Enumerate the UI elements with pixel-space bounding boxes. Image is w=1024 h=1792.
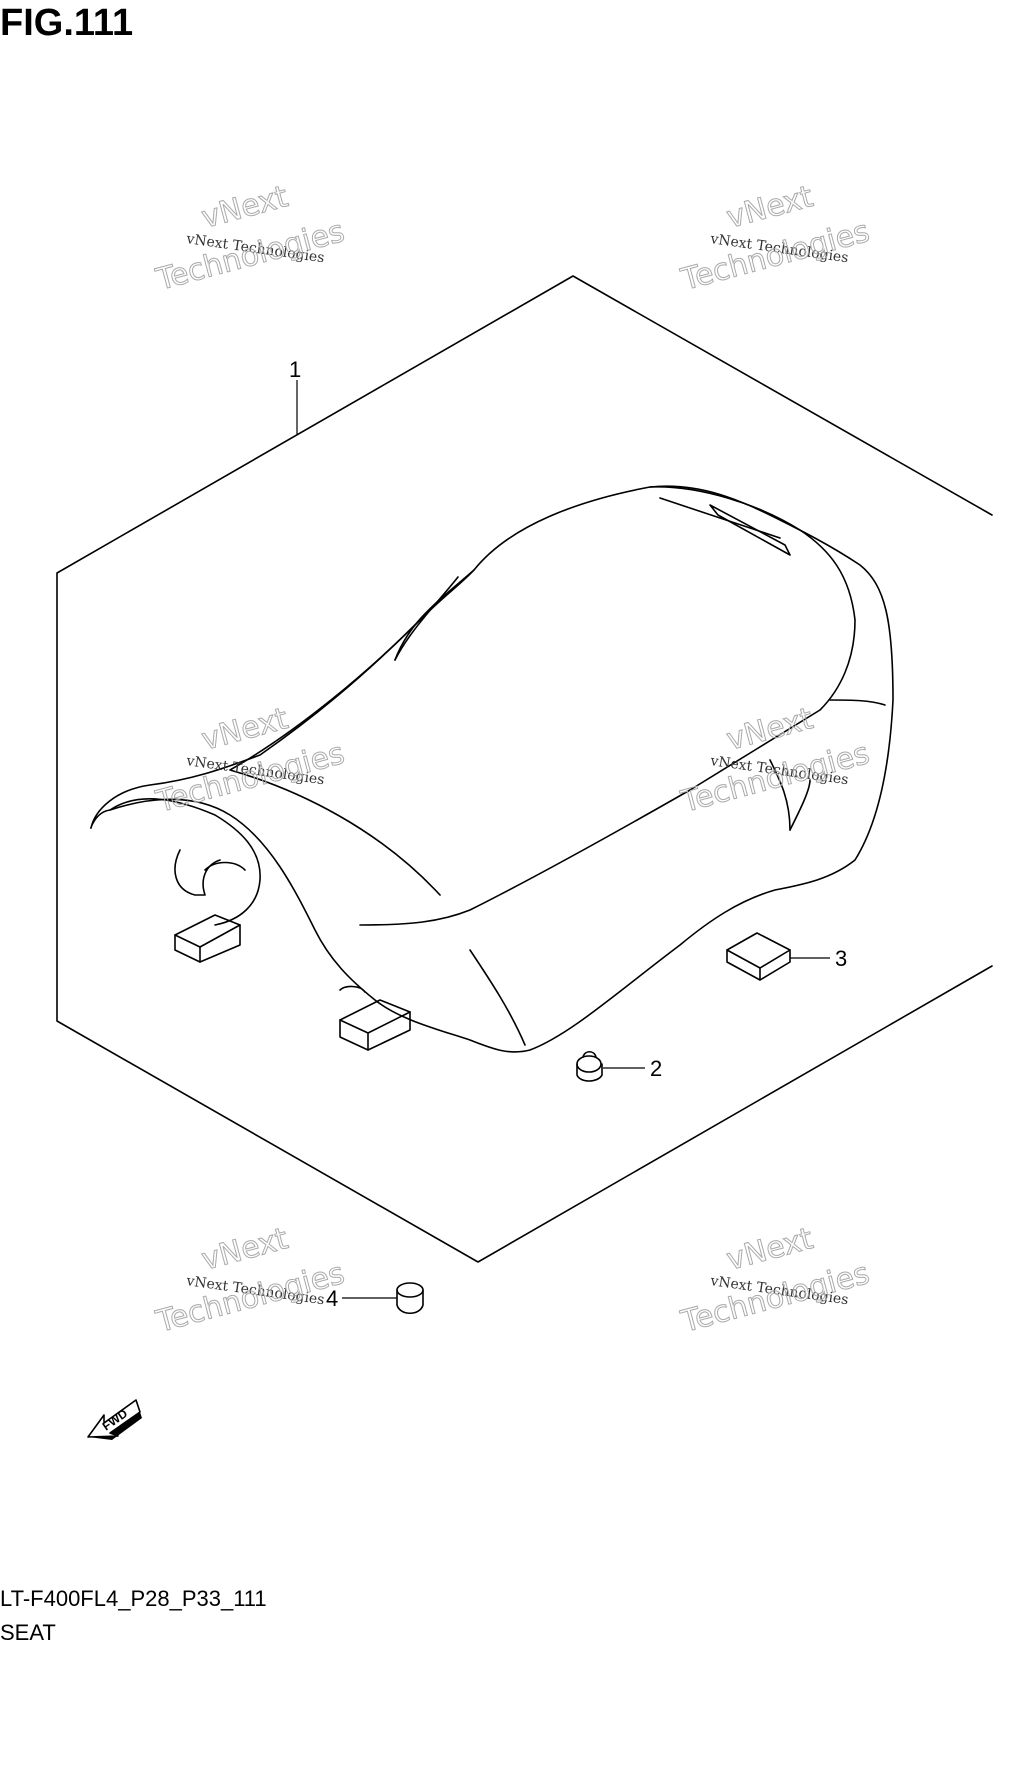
part-4-cap <box>396 1282 424 1315</box>
part-3-block <box>726 932 791 981</box>
fwd-arrow-icon: FWD <box>87 1399 142 1440</box>
watermark-mid-left: vNext Technologies vNext Technologies <box>152 701 349 821</box>
svg-text:vNext: vNext <box>723 179 817 236</box>
watermark-mid-right: vNext Technologies vNext Technologies <box>677 701 874 821</box>
part-2-grommet <box>576 1050 603 1082</box>
svg-text:vNext: vNext <box>198 179 292 236</box>
diagram-code: LT-F400FL4_P28_P33_111 <box>0 1586 267 1611</box>
svg-text:vNext: vNext <box>723 701 817 758</box>
watermark-bottom-left: vNext Technologies vNext Technologies <box>152 1221 349 1341</box>
diagram-caption: SEAT <box>0 1620 56 1645</box>
watermark-top-left: vNext Technologies vNext Technologies <box>152 179 349 299</box>
svg-text:vNext: vNext <box>198 701 292 758</box>
svg-text:vNext: vNext <box>198 1221 292 1278</box>
callout-3-label: 3 <box>835 946 847 971</box>
assembly-frame <box>56 275 993 1263</box>
figure-title: FIG.111 <box>0 2 134 44</box>
watermark-top-right: vNext Technologies vNext Technologies <box>677 179 874 299</box>
watermark-bottom-right: vNext Technologies vNext Technologies <box>677 1221 874 1341</box>
svg-text:vNext: vNext <box>723 1221 817 1278</box>
callout-1-label: 1 <box>289 357 301 382</box>
callout-2-label: 2 <box>650 1056 662 1081</box>
callout-4-label: 4 <box>326 1286 338 1311</box>
seat-illustration <box>90 485 894 1053</box>
